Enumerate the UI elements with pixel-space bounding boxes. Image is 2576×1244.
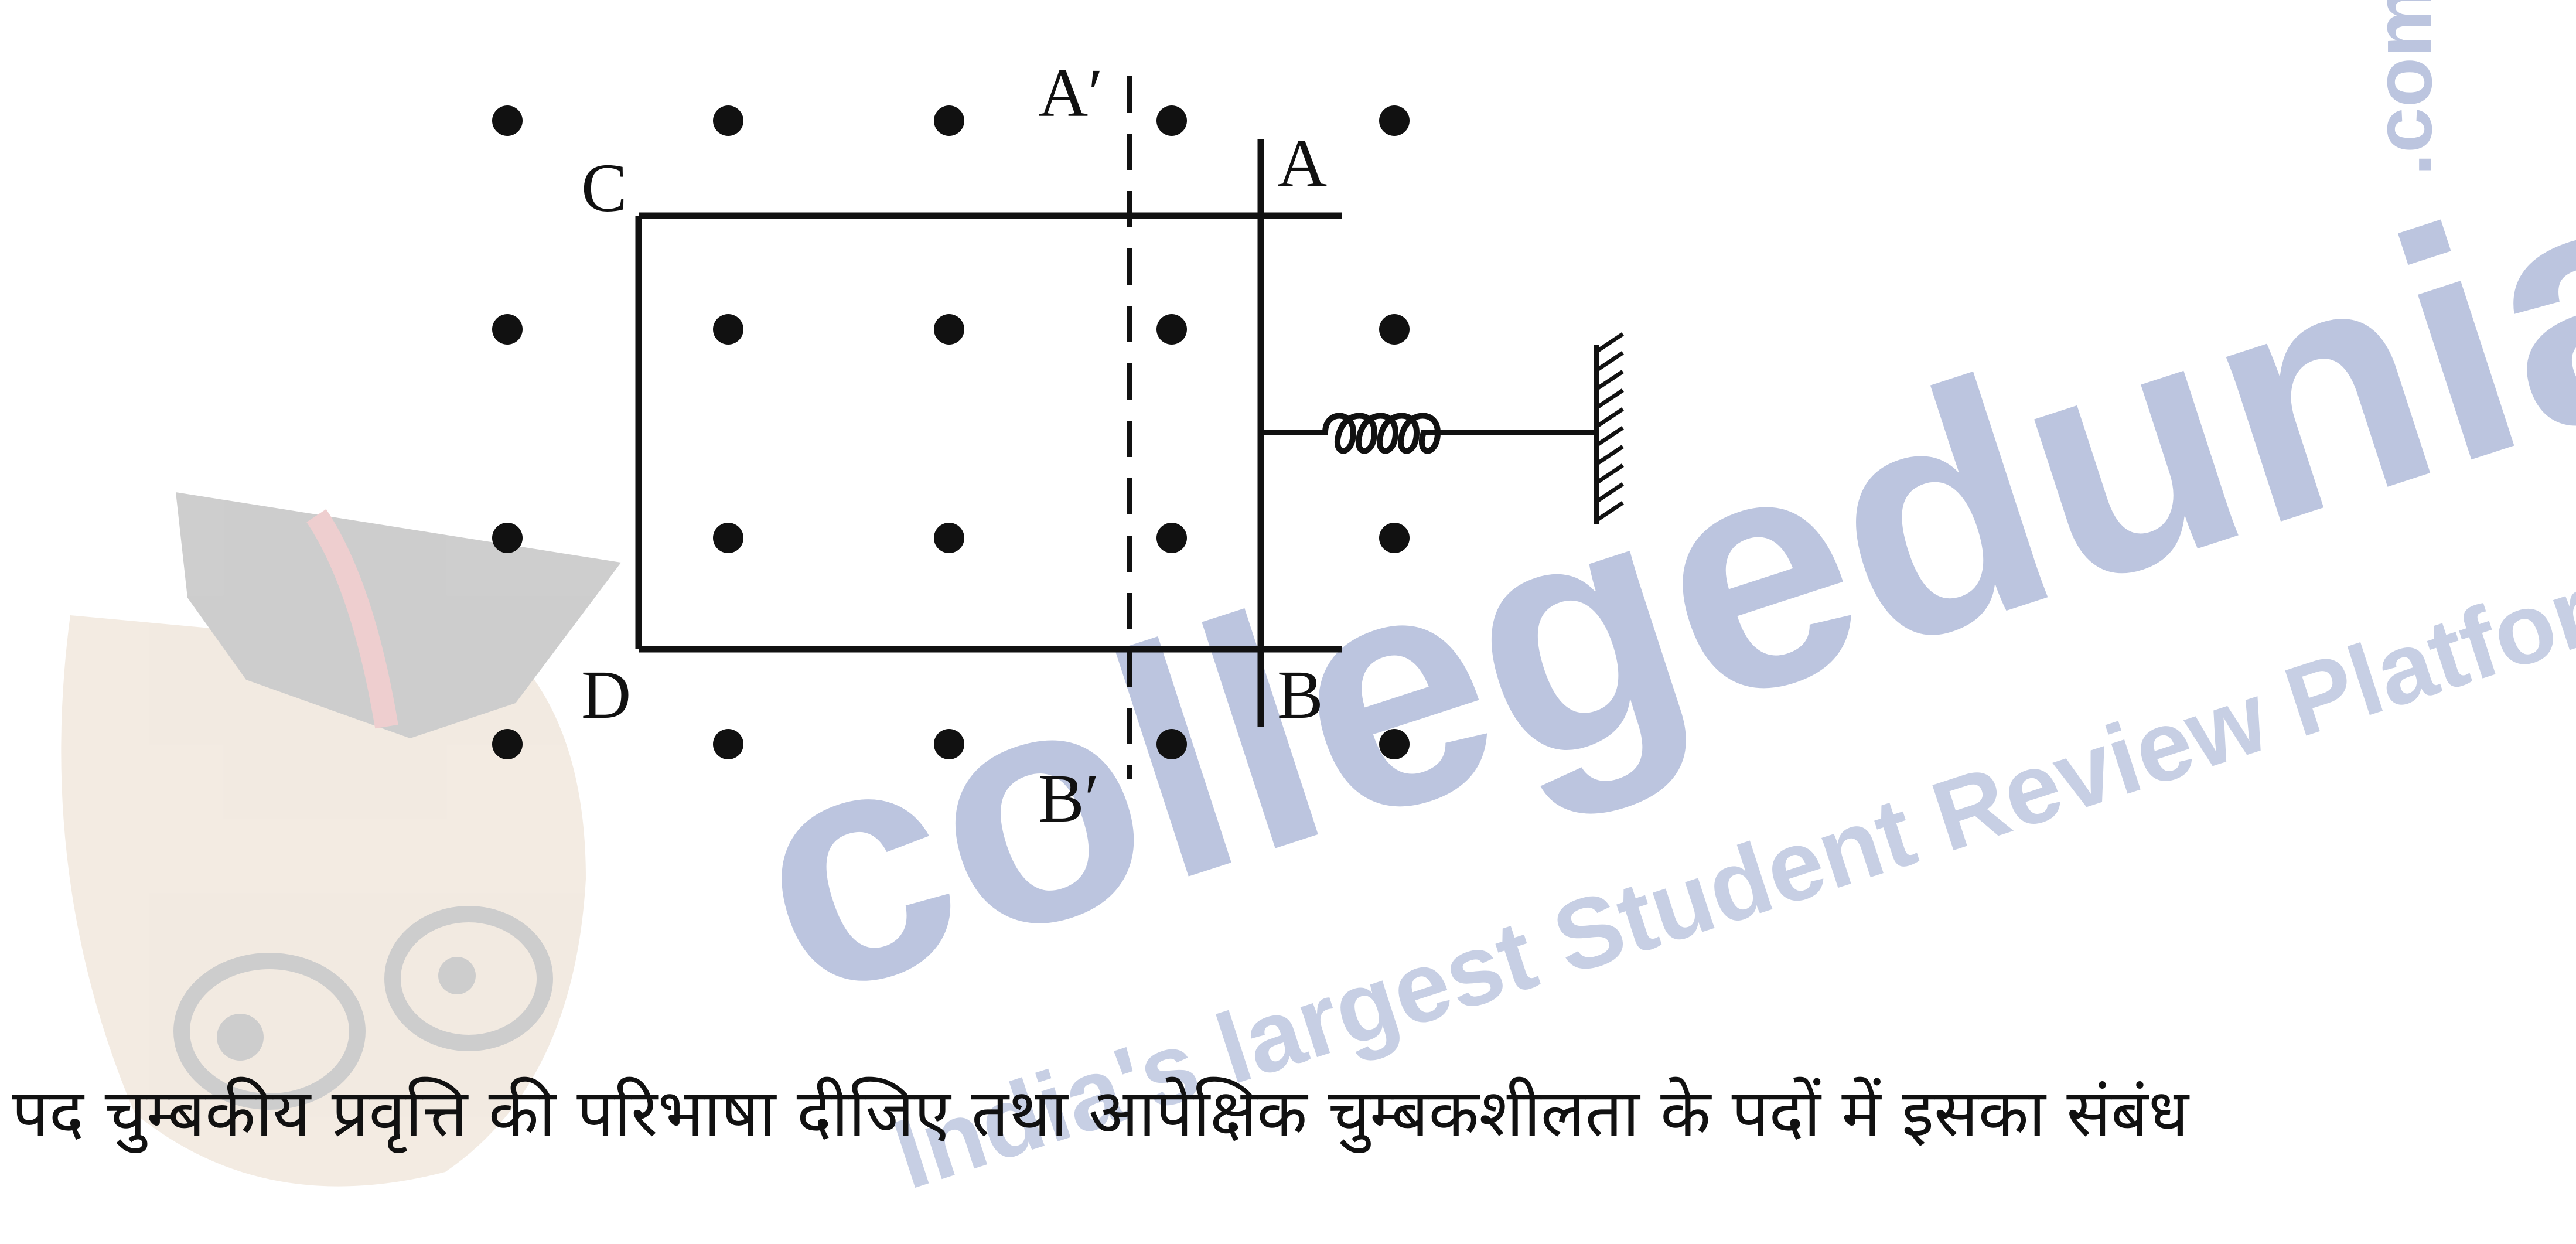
- field-dot: [1379, 314, 1410, 345]
- field-dot: [1379, 729, 1410, 759]
- spring: [1261, 413, 1596, 454]
- mascot-eye-right: [438, 957, 476, 994]
- mascot-cap-icon: [176, 492, 621, 738]
- field-dot: [1379, 105, 1410, 136]
- label-a-prime: A′: [1038, 54, 1103, 131]
- field-dot: [713, 314, 743, 345]
- label-a: A: [1277, 125, 1327, 202]
- mascot-glasses-right: [384, 906, 553, 1051]
- label-d: D: [581, 656, 631, 733]
- label-b-prime: B′: [1038, 760, 1100, 837]
- field-dot: [1156, 729, 1187, 759]
- field-dot: [1156, 105, 1187, 136]
- field-dot: [492, 729, 523, 759]
- mascot-glasses-left: [173, 953, 366, 1110]
- brand-watermark-com: .com: [2357, 0, 2449, 176]
- fixed-wall-icon: [1594, 332, 1624, 524]
- field-dot: [1379, 523, 1410, 553]
- mascot-watermark: [61, 492, 621, 1187]
- mascot-tassel: [306, 509, 398, 729]
- brand-watermark: collegedunia .com India's largest Studen…: [711, 0, 2576, 1211]
- label-c: C: [581, 149, 627, 226]
- field-dot: [713, 523, 743, 553]
- label-b: B: [1277, 656, 1323, 733]
- field-dot: [934, 523, 964, 553]
- field-dot: [492, 314, 523, 345]
- field-dot: [492, 105, 523, 136]
- wall-hatching: [1595, 332, 1624, 522]
- mascot-eye-left: [217, 1014, 264, 1061]
- question-text: पद चुम्बकीय प्रवृत्ति की परिभाषा दीजिए त…: [12, 1075, 2189, 1151]
- spring-coil: [1261, 413, 1596, 454]
- field-dot: [713, 105, 743, 136]
- field-dot: [934, 314, 964, 345]
- field-dot: [492, 523, 523, 553]
- magnetic-field-dots: [492, 105, 1410, 759]
- field-dot: [934, 105, 964, 136]
- field-dot: [1156, 523, 1187, 553]
- field-dot: [1156, 314, 1187, 345]
- field-dot: [713, 729, 743, 759]
- conducting-frame: [635, 212, 1342, 653]
- mascot-face: [61, 615, 586, 1187]
- field-dot: [934, 729, 964, 759]
